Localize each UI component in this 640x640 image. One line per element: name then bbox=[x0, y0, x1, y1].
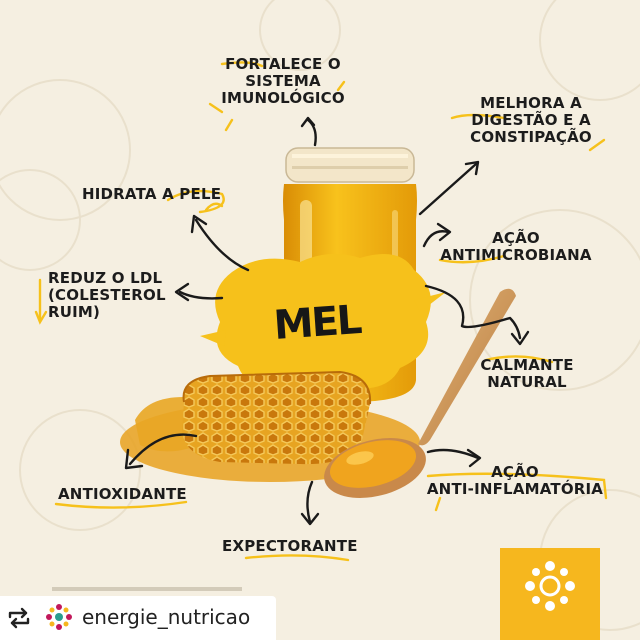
wooden-spoon bbox=[324, 288, 516, 498]
honeycomb bbox=[182, 372, 371, 465]
website-strip bbox=[52, 587, 242, 591]
label-melhora-digestao: MELHORA A DIGESTÃO E A CONSTIPAÇÃO bbox=[470, 94, 592, 146]
arrow-icon bbox=[418, 162, 478, 216]
account-handle[interactable]: energie_nutricao bbox=[82, 605, 251, 629]
label-expectorante: EXPECTORANTE bbox=[222, 537, 358, 555]
label-acao-antimicrobiana: AÇÃO ANTIMICROBIANA bbox=[440, 229, 592, 264]
arrow-icon bbox=[424, 284, 522, 340]
label-antioxidante: ANTIOXIDANTE bbox=[58, 485, 187, 503]
label-fortalece-imune: FORTALECE O SISTEMA IMUNOLÓGICO bbox=[221, 55, 345, 107]
brand-avatar-icon[interactable] bbox=[44, 602, 74, 632]
label-reduz-ldl: REDUZ O LDL (COLESTEROL RUIM) bbox=[48, 269, 166, 321]
arrow-icon bbox=[194, 218, 250, 272]
label-acao-antiinflamatoria: AÇÃO ANTI-INFLAMATÓRIA bbox=[426, 463, 604, 498]
arrow-icon bbox=[178, 290, 224, 300]
label-calmante-natural: CALMANTE NATURAL bbox=[480, 356, 574, 391]
brand-logo-box bbox=[500, 548, 600, 640]
repost-footer: energie_nutricao bbox=[0, 596, 276, 640]
center-title: MEL bbox=[272, 297, 362, 349]
arrow-icon bbox=[306, 480, 314, 524]
repost-icon[interactable] bbox=[6, 606, 32, 630]
label-hidrata-pele: HIDRATA A PELE bbox=[82, 185, 222, 203]
arrow-icon bbox=[128, 433, 198, 466]
arrow-icon bbox=[426, 448, 480, 460]
arrow-icon bbox=[422, 230, 450, 248]
brand-logo-icon bbox=[525, 561, 575, 611]
honey-splash bbox=[215, 253, 431, 396]
